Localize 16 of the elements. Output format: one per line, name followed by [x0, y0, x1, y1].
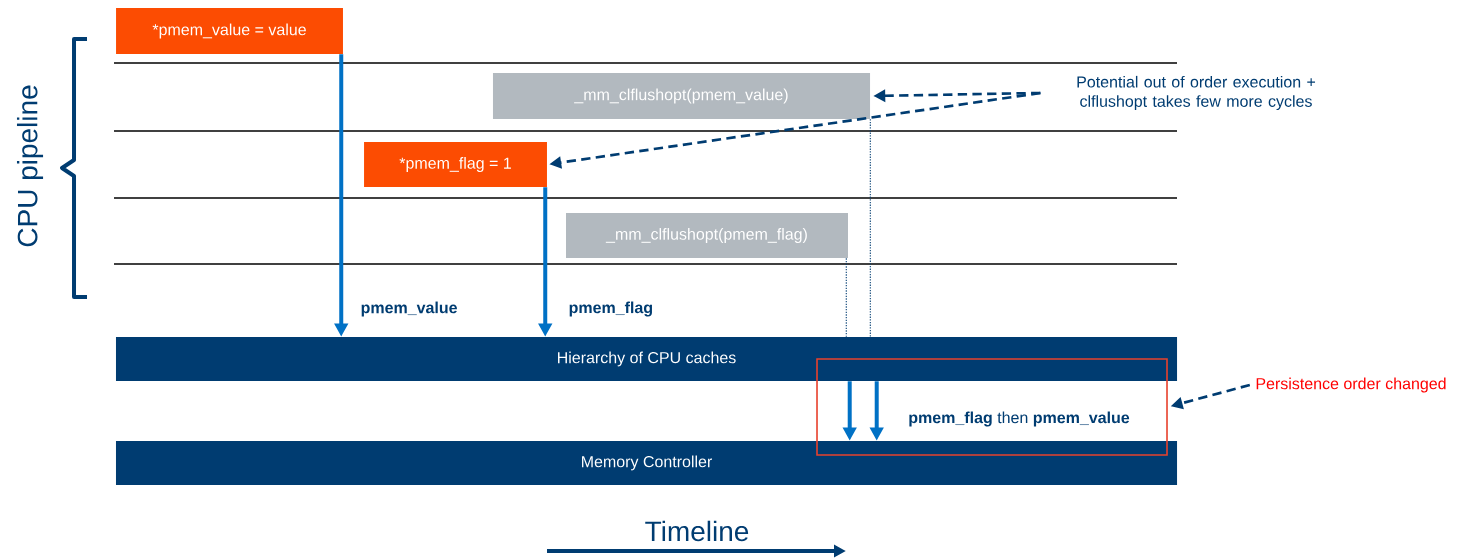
axis-label: CPU pipeline [16, 85, 44, 247]
connector-line [845, 257, 847, 338]
edge-label: pmem_flag [569, 301, 652, 317]
edge-label: pmem_value [361, 301, 457, 317]
highlight-frame [816, 358, 1168, 456]
instruction-box: *pmem_flag = 1 [364, 141, 547, 188]
hardware-band: Hierarchy of CPU caches [116, 337, 1178, 381]
flush-instruction-box: _mm_clflushopt(pmem_value) [493, 73, 871, 119]
connector-line [869, 118, 871, 338]
hardware-band: Memory Controller [116, 441, 1178, 485]
persist-order-text: pmem_flag then pmem_value [909, 411, 1130, 427]
instruction-box: *pmem_value = value [116, 8, 343, 54]
flush-instruction-box: _mm_clflushopt(pmem_flag) [566, 212, 848, 259]
axis-label: Timeline [645, 520, 749, 542]
annotation-text: Persistence order changed [1256, 377, 1446, 393]
annotation-text: Potential out of order execution + clflushopt takes few more cycles [1077, 75, 1315, 111]
